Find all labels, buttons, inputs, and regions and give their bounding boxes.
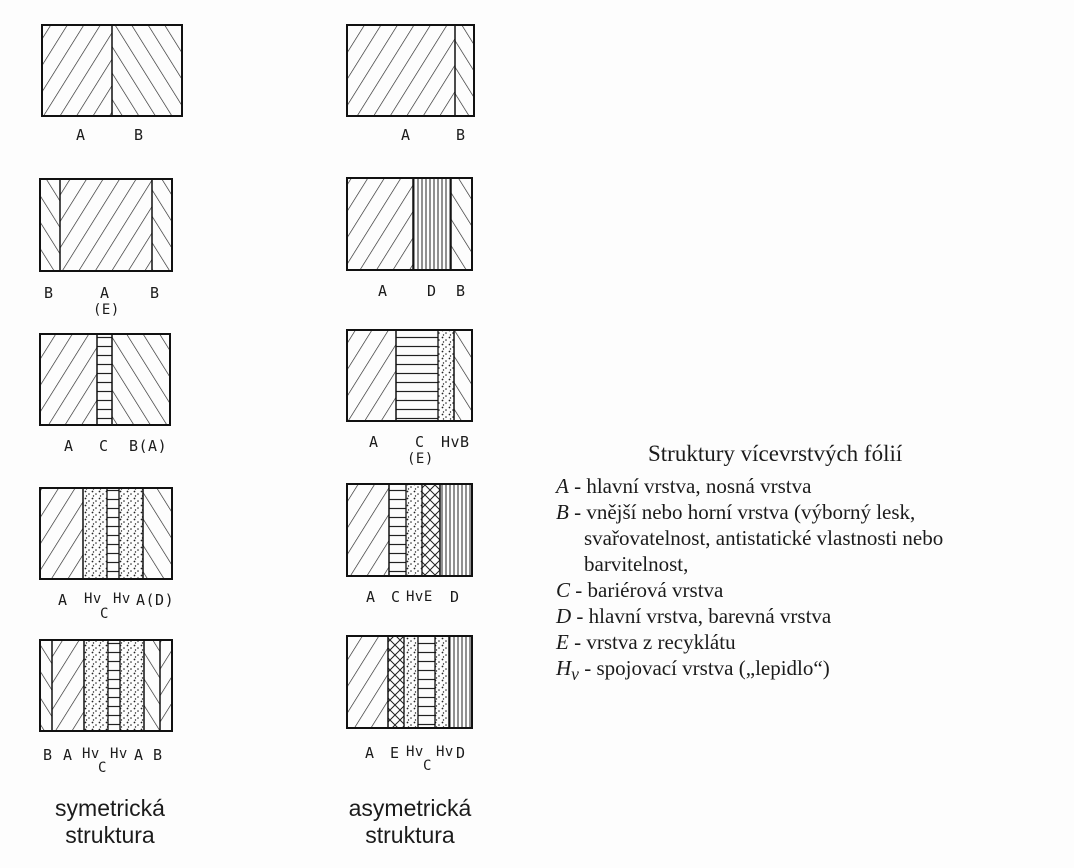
- label-a1-a: A: [401, 126, 411, 144]
- label-a5-e: E: [390, 744, 400, 762]
- diagram-asym-3: [346, 329, 473, 422]
- caption-symmetric: symetrická struktura: [20, 795, 200, 849]
- legend-key: H: [556, 656, 572, 680]
- legend-text: - hlavní vrstva, nosná vrstva: [568, 474, 812, 498]
- label-a3-hvb: HvB: [441, 433, 470, 451]
- label-s5-a-left: A: [63, 746, 73, 764]
- label-a5-a: A: [365, 744, 375, 762]
- label-a4-hve: HvE: [406, 589, 433, 605]
- legend-key-sub: v: [571, 664, 579, 685]
- label-a2-a: A: [378, 282, 388, 300]
- label-s3-c: C: [99, 437, 109, 455]
- caption-symmetric-line2: struktura: [65, 822, 155, 848]
- label-a2-b: B: [456, 282, 466, 300]
- label-a5-hv1: Hv: [406, 744, 424, 760]
- legend-text-cont: barvitelnost,: [584, 552, 689, 576]
- label-a4-d: D: [450, 588, 460, 606]
- legend-item-e: E - vrstva z recyklátu: [556, 629, 1068, 655]
- label-a4-c: C: [391, 588, 401, 606]
- legend-text: - bariérová vrstva: [570, 578, 724, 602]
- label-s5-hv1: Hv: [82, 746, 100, 762]
- legend: Struktury vícevrstvých fólií A - hlavní …: [556, 441, 1068, 687]
- label-s5-b-right: B: [153, 746, 163, 764]
- legend-key: C: [556, 578, 571, 602]
- legend-title: Struktury vícevrstvých fólií: [648, 441, 903, 466]
- caption-asymmetric-line1: asymetrická: [348, 795, 472, 821]
- label-s3-a: A: [64, 437, 74, 455]
- label-s5-hv2: Hv: [110, 746, 128, 762]
- label-s2-b-left: B: [44, 284, 54, 302]
- label-s5-b-left: B: [43, 746, 53, 764]
- caption-asymmetric: asymetrická struktura: [315, 795, 505, 849]
- legend-key: D: [556, 604, 572, 628]
- legend-item-b: B - vnější nebo horní vrstva (výborný le…: [556, 499, 1068, 577]
- label-s2-a: A: [100, 284, 110, 302]
- label-s4-a: A: [58, 591, 68, 609]
- caption-asymmetric-line2: struktura: [365, 822, 455, 848]
- label-a3-c: C: [415, 433, 425, 451]
- diagram-sym-3: [39, 333, 171, 426]
- label-s4-ad: A(D): [136, 591, 175, 609]
- label-a3-a: A: [369, 433, 379, 451]
- label-a3-e: (E): [407, 451, 434, 467]
- label-s5-a-right: A: [134, 746, 144, 764]
- label-a5-hv2: Hv: [436, 744, 454, 760]
- label-s5-c: C: [98, 760, 107, 776]
- label-s4-c: C: [100, 606, 109, 622]
- diagram-asym-2: [346, 177, 473, 271]
- label-a2-d: D: [427, 282, 437, 300]
- legend-key: A: [556, 474, 569, 498]
- label-a5-d: D: [456, 744, 466, 762]
- diagram-asym-5: [346, 635, 473, 729]
- label-s3-ba: B(A): [129, 437, 168, 455]
- label-s1-a: A: [76, 126, 86, 144]
- label-s4-hv1: Hv: [84, 591, 102, 607]
- legend-item-d: D - hlavní vrstva, barevná vrstva: [556, 603, 1068, 629]
- label-s2-e: (E): [93, 302, 120, 318]
- diagram-sym-2: [39, 178, 173, 272]
- label-a5-c: C: [423, 758, 432, 774]
- diagram-asym-4: [346, 483, 473, 577]
- label-s4-hv2: Hv: [113, 591, 131, 607]
- legend-text: - vrstva z recyklátu: [568, 630, 736, 654]
- legend-text: - spojovací vrstva („lepidlo“): [578, 656, 830, 680]
- label-s2-b-right: B: [150, 284, 160, 302]
- legend-key: E: [556, 630, 569, 654]
- label-a4-a: A: [366, 588, 376, 606]
- legend-text-cont: svařovatelnost, antistatické vlastnosti …: [584, 526, 944, 550]
- label-a1-b: B: [456, 126, 466, 144]
- legend-item-a: A - hlavní vrstva, nosná vrstva: [556, 473, 1068, 499]
- legend-key: B: [556, 500, 569, 524]
- diagram-sym-4: [39, 487, 173, 580]
- legend-item-c: C - bariérová vrstva: [556, 577, 1068, 603]
- legend-item-hv: Hv - spojovací vrstva („lepidlo“): [556, 655, 1068, 687]
- legend-text: - vnější nebo horní vrstva (výborný lesk…: [568, 500, 916, 524]
- diagram-sym-5: [39, 639, 173, 732]
- diagram-asym-1: [346, 24, 475, 117]
- caption-symmetric-line1: symetrická: [55, 795, 165, 821]
- diagram-sym-1: [41, 24, 183, 117]
- legend-text: - hlavní vrstva, barevná vrstva: [571, 604, 832, 628]
- label-s1-b: B: [134, 126, 144, 144]
